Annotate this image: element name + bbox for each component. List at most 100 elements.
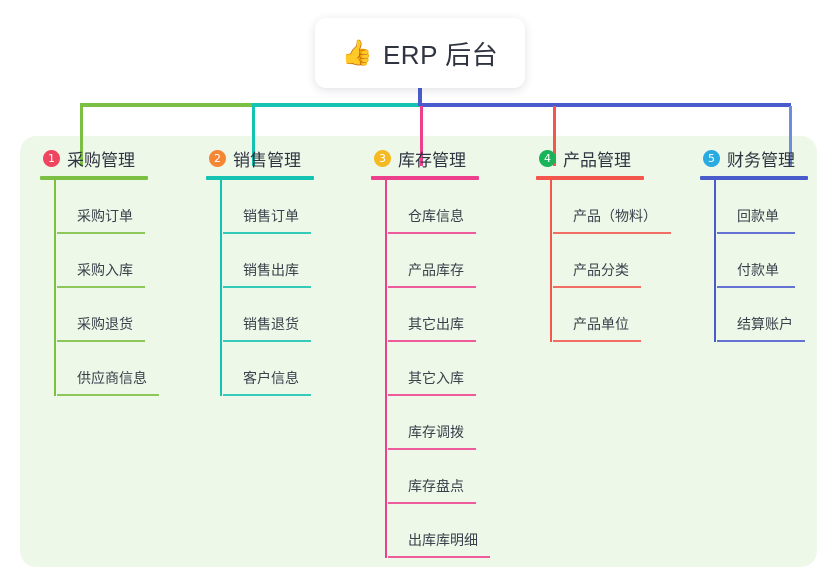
diagram-background-panel <box>20 136 817 567</box>
leaf-node[interactable]: 采购退货 <box>57 288 148 342</box>
leaf-label: 回款单 <box>737 208 779 224</box>
branch-spine-4 <box>550 180 552 342</box>
connector-drop-1 <box>80 106 83 166</box>
leaf-node[interactable]: 付款单 <box>717 234 808 288</box>
branch-title-2: 销售管理 <box>233 150 301 170</box>
branch-underline-2 <box>206 176 314 180</box>
leaf-node[interactable]: 采购订单 <box>57 180 148 234</box>
leaf-node[interactable]: 产品分类 <box>553 234 644 288</box>
leaf-node[interactable]: 销售出库 <box>223 234 314 288</box>
leaf-underline <box>57 232 145 234</box>
leaf-label: 采购入库 <box>77 262 133 278</box>
leaf-label: 付款单 <box>737 262 779 278</box>
leaf-underline <box>388 502 476 504</box>
leaf-node[interactable]: 回款单 <box>717 180 808 234</box>
leaf-node[interactable]: 销售退货 <box>223 288 314 342</box>
branch-items-3: 仓库信息产品库存其它出库其它入库库存调拨库存盘点出库库明细 <box>371 180 490 558</box>
branch-badge-5: 5 <box>703 149 720 167</box>
branch-items-2: 销售订单销售出库销售退货客户信息 <box>206 180 314 396</box>
connector-drop-3 <box>420 106 423 166</box>
leaf-label: 结算账户 <box>737 316 793 332</box>
leaf-label: 其它入库 <box>408 370 464 386</box>
leaf-underline <box>388 340 476 342</box>
branch-title-5: 财务管理 <box>727 150 795 170</box>
branch-underline-4 <box>536 176 644 180</box>
leaf-node[interactable]: 仓库信息 <box>388 180 479 234</box>
branch-items-1: 采购订单采购入库采购退货供应商信息 <box>40 180 159 396</box>
leaf-node[interactable]: 出库库明细 <box>388 504 490 558</box>
leaf-underline <box>553 340 641 342</box>
leaf-node[interactable]: 其它入库 <box>388 342 479 396</box>
branch-title-4: 产品管理 <box>563 150 631 170</box>
connector-drop-2 <box>252 106 255 166</box>
connector-bar-segment-1 <box>80 103 252 107</box>
leaf-label: 采购订单 <box>77 208 133 224</box>
leaf-underline <box>388 556 490 558</box>
leaf-label: 库存盘点 <box>408 478 464 494</box>
leaf-label: 客户信息 <box>243 370 299 386</box>
leaf-underline <box>57 286 145 288</box>
root-stem-connector <box>418 88 422 106</box>
leaf-underline <box>717 340 805 342</box>
leaf-node[interactable]: 销售订单 <box>223 180 314 234</box>
leaf-node[interactable]: 结算账户 <box>717 288 808 342</box>
branch-column-5[interactable]: 5 财务管理回款单付款单结算账户 <box>700 146 808 342</box>
branch-spine-2 <box>220 180 222 396</box>
leaf-label: 产品（物料） <box>573 208 657 224</box>
leaf-label: 销售出库 <box>243 262 299 278</box>
connector-bar-segment-3 <box>420 103 791 107</box>
leaf-underline <box>717 232 795 234</box>
leaf-underline <box>223 340 311 342</box>
leaf-node[interactable]: 供应商信息 <box>57 342 159 396</box>
leaf-label: 产品分类 <box>573 262 629 278</box>
leaf-underline <box>553 232 671 234</box>
leaf-node[interactable]: 其它出库 <box>388 288 479 342</box>
leaf-underline <box>553 286 641 288</box>
leaf-node[interactable]: 采购入库 <box>57 234 148 288</box>
leaf-node[interactable]: 产品（物料） <box>553 180 671 234</box>
leaf-label: 产品库存 <box>408 262 464 278</box>
connector-drop-4 <box>553 106 556 166</box>
leaf-underline <box>388 286 476 288</box>
leaf-label: 销售订单 <box>243 208 299 224</box>
leaf-label: 其它出库 <box>408 316 464 332</box>
branch-column-1[interactable]: 1 采购管理采购订单采购入库采购退货供应商信息 <box>40 146 159 396</box>
leaf-label: 供应商信息 <box>77 370 147 386</box>
branch-header-5[interactable]: 5 财务管理 <box>700 146 808 170</box>
branch-spine-3 <box>385 180 387 558</box>
branch-underline-1 <box>40 176 148 180</box>
leaf-label: 库存调拨 <box>408 424 464 440</box>
leaf-label: 采购退货 <box>77 316 133 332</box>
branch-underline-3 <box>371 176 479 180</box>
branch-badge-2: 2 <box>209 149 226 167</box>
leaf-node[interactable]: 产品库存 <box>388 234 479 288</box>
root-node[interactable]: 👍 ERP 后台 <box>315 18 525 88</box>
leaf-node[interactable]: 库存调拨 <box>388 396 479 450</box>
branch-title-3: 库存管理 <box>398 150 466 170</box>
branch-header-1[interactable]: 1 采购管理 <box>40 146 148 170</box>
branch-spine-1 <box>54 180 56 396</box>
branch-badge-1: 1 <box>43 149 60 167</box>
leaf-underline <box>57 340 145 342</box>
leaf-underline <box>388 394 476 396</box>
branch-items-5: 回款单付款单结算账户 <box>700 180 808 342</box>
leaf-underline <box>388 232 476 234</box>
leaf-node[interactable]: 库存盘点 <box>388 450 479 504</box>
branch-title-1: 采购管理 <box>67 150 135 170</box>
leaf-node[interactable]: 客户信息 <box>223 342 314 396</box>
leaf-underline <box>223 286 311 288</box>
leaf-label: 出库库明细 <box>408 532 478 548</box>
branch-column-2[interactable]: 2 销售管理销售订单销售出库销售退货客户信息 <box>206 146 314 396</box>
root-node-title: ERP 后台 <box>382 39 499 70</box>
leaf-label: 仓库信息 <box>408 208 464 224</box>
leaf-underline <box>717 286 795 288</box>
branch-header-2[interactable]: 2 销售管理 <box>206 146 314 170</box>
leaf-underline <box>223 232 311 234</box>
leaf-node[interactable]: 产品单位 <box>553 288 644 342</box>
leaf-underline <box>223 394 311 396</box>
